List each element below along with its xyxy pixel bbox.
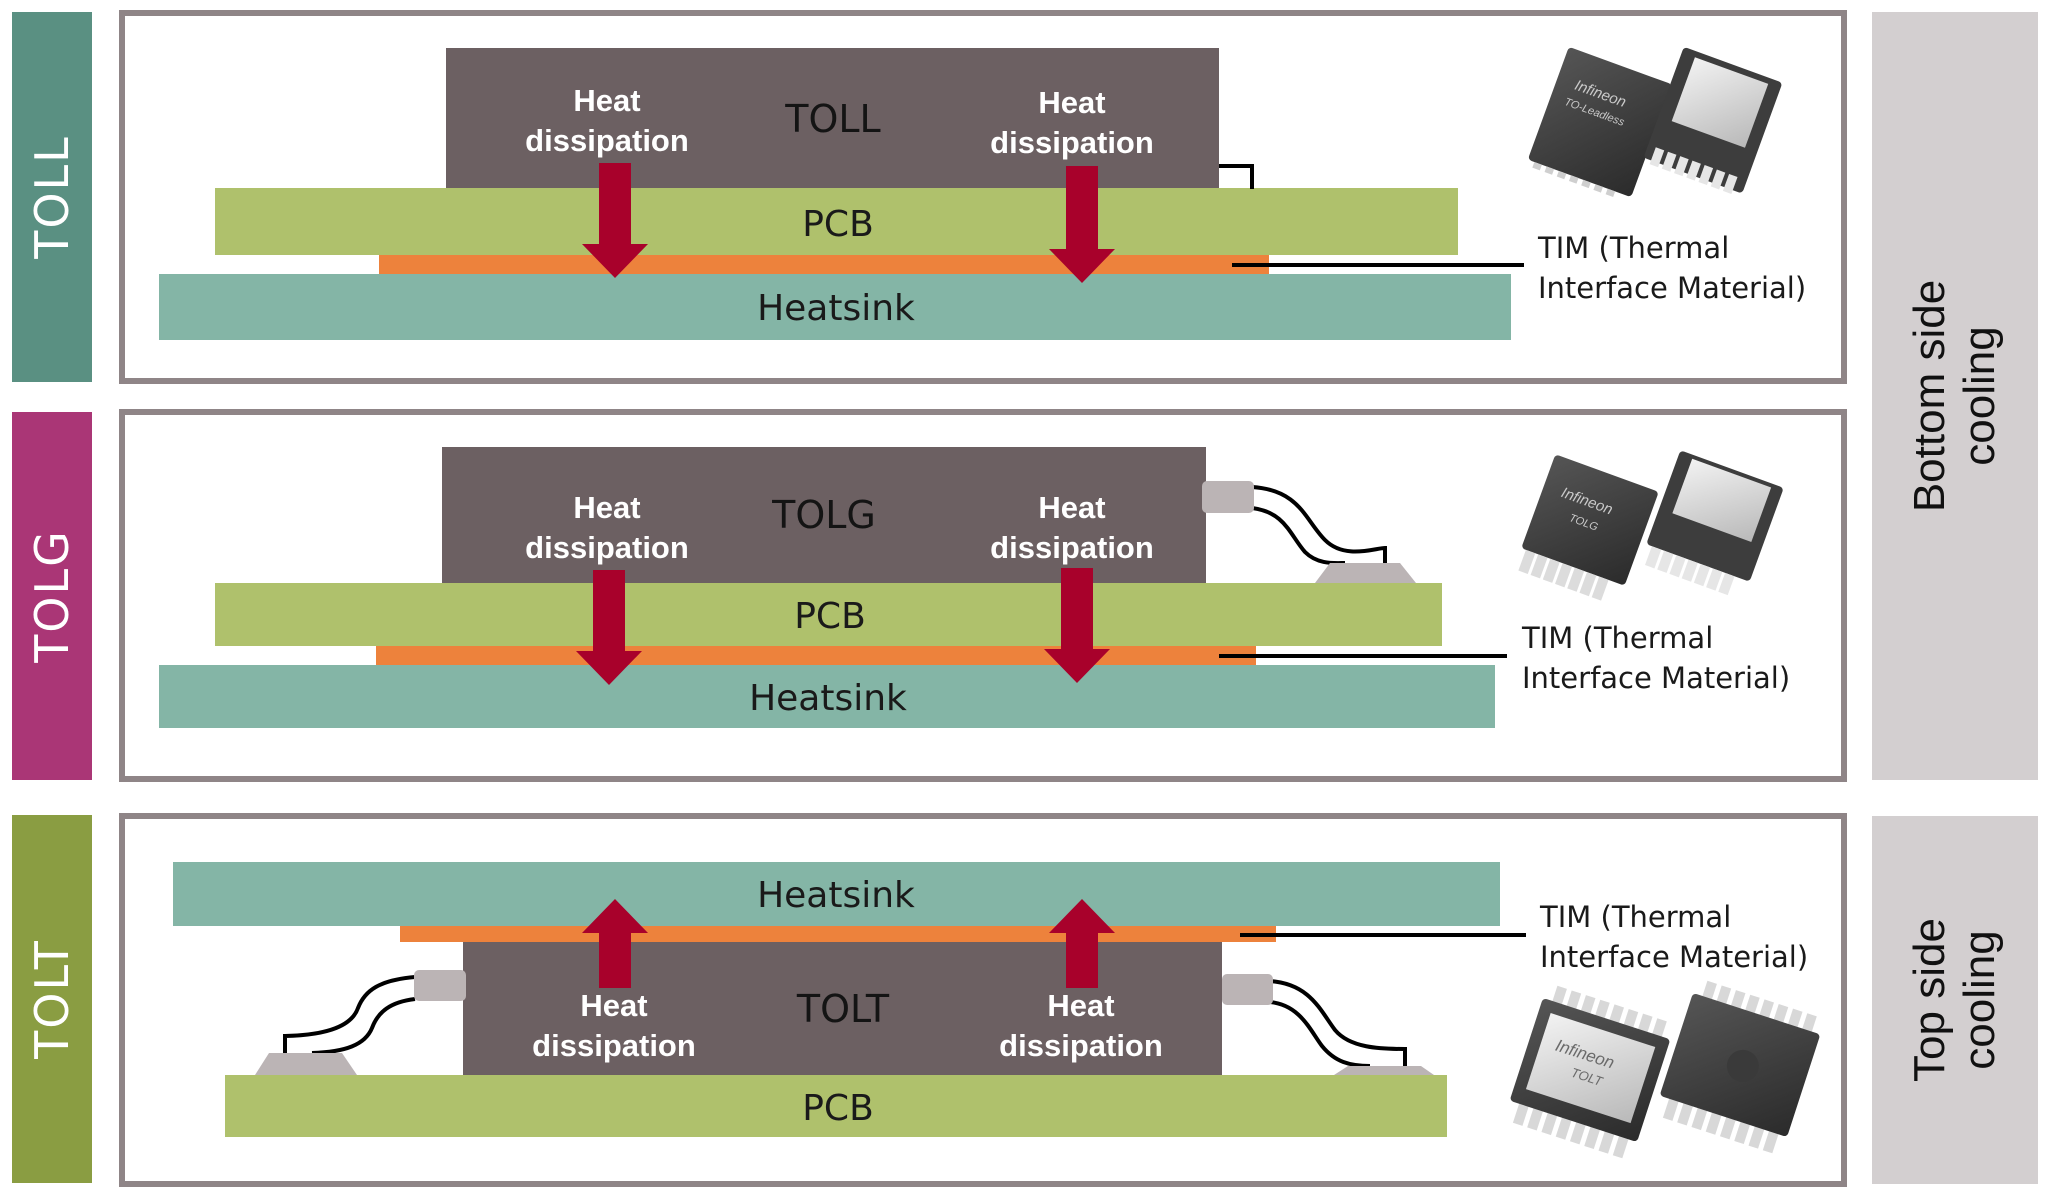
section-tolg: Heat dissipation Heat dissipation TOLG P…: [159, 447, 1790, 728]
gull-wing-lead: [1269, 1000, 1371, 1068]
solder-pad: [255, 1053, 357, 1075]
pcb-layer: [215, 583, 1442, 646]
heat-label-line2: dissipation: [990, 125, 1154, 160]
tim-label-line1: TIM (Thermal: [1521, 621, 1713, 655]
chip-body: [446, 48, 1219, 188]
pcb-label: PCB: [802, 204, 874, 245]
arrow-up-icon: [1049, 899, 1115, 988]
heat-arrow: [582, 899, 648, 988]
lead-block: [1202, 481, 1254, 513]
heat-label-line1: Heat: [573, 83, 640, 118]
arrow-down-icon: [1044, 568, 1110, 683]
gull-wing-lead: [1269, 979, 1407, 1066]
tim-label-line1: TIM (Thermal: [1537, 231, 1729, 265]
pcb-label: PCB: [802, 1088, 874, 1129]
chip-lead: [1219, 164, 1254, 189]
pcb-layer: [225, 1075, 1447, 1137]
gull-wing-lead: [311, 997, 416, 1055]
heat-label-line1: Heat: [573, 490, 640, 525]
heatsink-layer: [159, 665, 1495, 728]
tim-layer: [376, 646, 1256, 665]
tim-layer: [379, 255, 1269, 274]
section-tolt: Heat dissipation Heat dissipation TOLT P…: [173, 862, 1820, 1159]
package-bar-tolg: TOLG: [12, 412, 92, 780]
solder-pad: [1334, 1066, 1434, 1075]
heat-label-line1: Heat: [1038, 490, 1105, 525]
tim-label-line2: Interface Material): [1540, 940, 1808, 974]
gull-wing-lead: [1251, 485, 1387, 563]
heat-label-line1: Heat: [580, 988, 647, 1023]
chip-label: TOLT: [796, 987, 890, 1031]
heatsink-layer: [173, 862, 1500, 926]
heat-arrow: [1044, 568, 1110, 683]
product-image-tolt: Infineon TOLT: [1510, 980, 1820, 1159]
heatsink-layer: [159, 274, 1511, 340]
chip-body: [442, 447, 1206, 583]
section-toll: Heat dissipation Heat dissipation TOLL P…: [159, 47, 1806, 340]
tim-layer: [400, 926, 1276, 942]
tim-label-line1: TIM (Thermal: [1539, 900, 1731, 934]
heat-label-line2: dissipation: [532, 1028, 696, 1063]
heatsink-label: Heatsink: [757, 288, 915, 329]
heatsink-label: Heatsink: [749, 678, 907, 719]
arrow-down-icon: [1049, 166, 1115, 283]
gull-wing-lead: [283, 975, 416, 1053]
pcb-layer: [215, 188, 1458, 255]
heatsink-label: Heatsink: [757, 875, 915, 916]
heat-label-line1: Heat: [1038, 85, 1105, 120]
heat-label-line2: dissipation: [990, 530, 1154, 565]
heat-arrow: [1049, 166, 1115, 283]
arrow-up-icon: [582, 899, 648, 988]
heat-label-line2: dissipation: [999, 1028, 1163, 1063]
lead-block: [1222, 974, 1273, 1005]
heat-label-line1: Heat: [1047, 988, 1114, 1023]
chip-label: TOLL: [784, 97, 880, 141]
arrow-down-icon: [582, 163, 648, 278]
pcb-label: PCB: [794, 596, 866, 637]
product-image-tolg: Infineon TOLG: [1518, 451, 1783, 601]
lead-block: [414, 970, 466, 1001]
heat-label-line2: dissipation: [525, 530, 689, 565]
tim-label-line2: Interface Material): [1538, 271, 1806, 305]
heat-label-line2: dissipation: [525, 123, 689, 158]
product-image-toll: Infineon TO-Leadless: [1528, 47, 1782, 198]
cooling-panel-top: Top side cooling: [1872, 816, 2038, 1184]
heat-arrow: [582, 163, 648, 278]
gull-wing-lead: [1251, 506, 1346, 566]
package-bar-tolt: TOLT: [12, 815, 92, 1183]
solder-pad: [1315, 563, 1416, 583]
heat-arrow: [576, 570, 642, 685]
tim-label-line2: Interface Material): [1522, 661, 1790, 695]
heat-arrow: [1049, 899, 1115, 988]
cooling-panel-bottom: Bottom side cooling: [1872, 12, 2038, 780]
arrow-down-icon: [576, 570, 642, 685]
package-bar-toll: TOLL: [12, 12, 92, 382]
chip-label: TOLG: [771, 493, 876, 537]
